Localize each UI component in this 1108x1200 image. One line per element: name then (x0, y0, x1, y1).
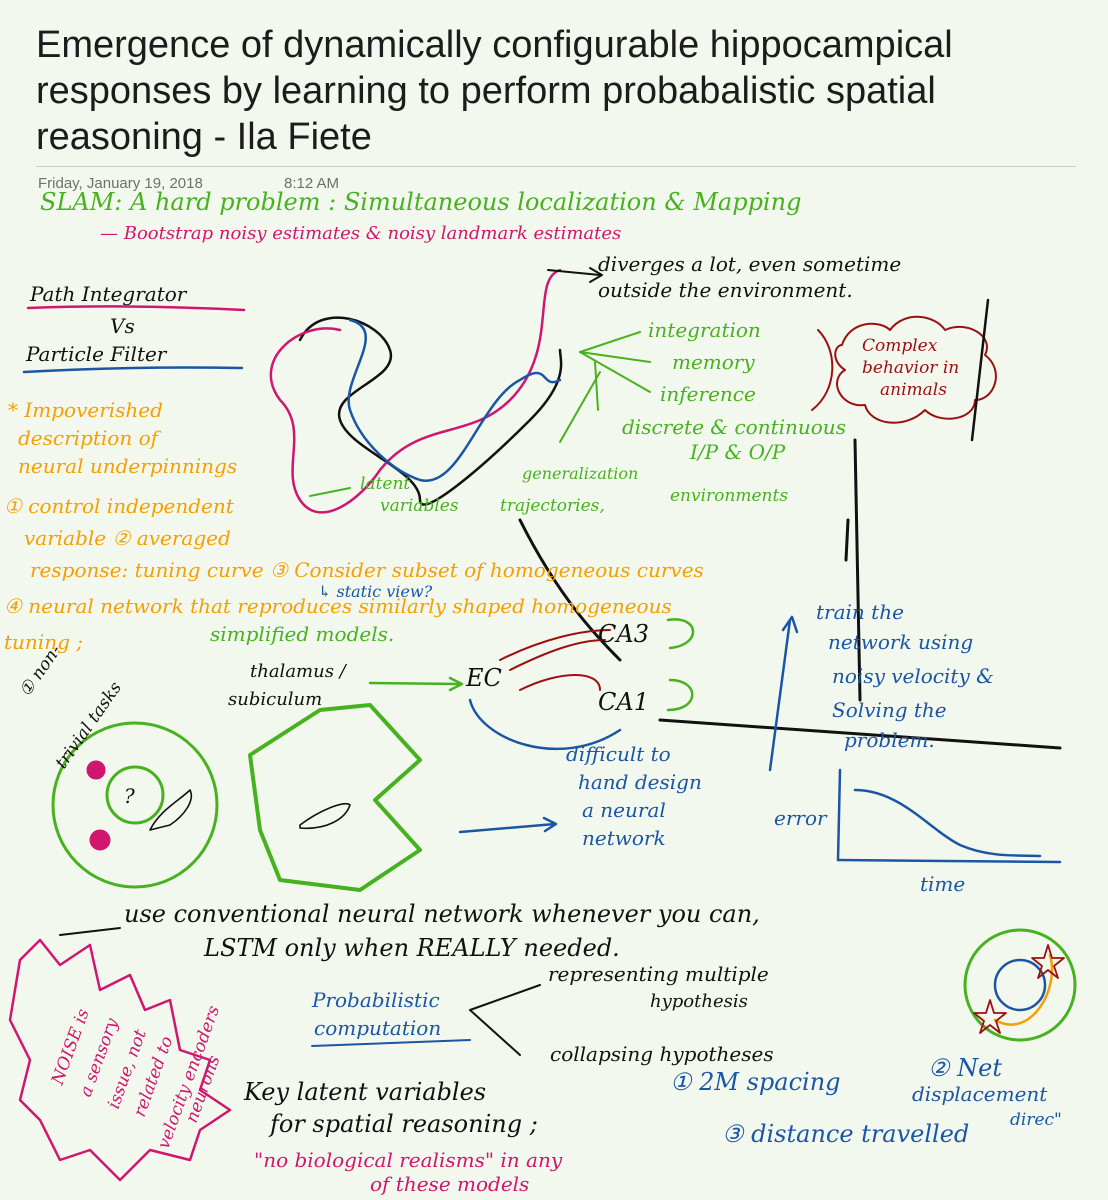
error-label: error (774, 806, 827, 830)
complex-line-2: behavior in (862, 356, 959, 380)
rat-sketch-2 (300, 804, 350, 829)
trajectory-magenta (271, 270, 560, 512)
memory-label: memory (672, 350, 755, 374)
no-bio-line-2: of these models (370, 1172, 529, 1196)
to-train-arrow (770, 620, 790, 770)
conventional-arrow (60, 928, 120, 935)
trajectory-blue (349, 320, 560, 481)
integration-label: integration (648, 318, 761, 342)
particle-filter-underline (24, 368, 242, 373)
reward-spot-bottom (90, 830, 110, 850)
ec-to-ca3-2 (510, 640, 605, 670)
prob-line-1: Probabilistic (312, 988, 440, 1012)
rat-sketch (150, 790, 191, 830)
error-axis-x (838, 860, 1060, 862)
cloud-line (972, 300, 988, 440)
impoverished-line-1: * Impoverished (8, 398, 163, 422)
key-latent-line-1: Key latent variables (244, 1080, 486, 1104)
star-top (1032, 945, 1064, 978)
thalamus-label: thalamus / (250, 660, 346, 684)
error-axis-y (838, 770, 840, 860)
bracket (812, 330, 832, 410)
discrete-arrow (560, 372, 600, 442)
complex-line-3: animals (880, 378, 947, 402)
discrete-label: discrete & continuous (622, 415, 846, 439)
to-difficult-arrow (460, 824, 555, 832)
control-line-3: response: tuning curve ③ Consider subset… (30, 558, 704, 582)
train-line-3: noisy velocity & (832, 664, 994, 688)
path-integrator-underline (28, 306, 244, 310)
key-latent-line-2: for spatial reasoning ; (270, 1112, 538, 1136)
black-vertical (846, 520, 848, 560)
ca1-node: CA1 (598, 690, 649, 714)
ec-to-ca3 (500, 630, 610, 660)
reward-spot-top (87, 761, 105, 779)
difficult-line-2: hand design (578, 770, 702, 794)
arena-inner (107, 767, 163, 823)
vs-label: Vs (110, 314, 135, 338)
collapsing-line: collapsing hypotheses (550, 1042, 774, 1066)
path-integrator: Path Integrator (30, 282, 186, 306)
question-mark: ? (124, 784, 135, 808)
generalization-label: generalization (522, 462, 638, 486)
ec-node: EC (466, 666, 502, 690)
complex-line-1: Complex (862, 334, 937, 358)
difficult-line-3: a neural (582, 798, 666, 822)
net-line-2: displacement (912, 1082, 1047, 1106)
latent-line-2: variables (380, 494, 459, 518)
representing-line-1: representing multiple (548, 962, 769, 986)
impoverished-line-3: neural underpinnings (18, 454, 237, 478)
trajectories-label: trajectories, (500, 494, 605, 518)
error-curve (855, 790, 1040, 856)
particle-filter: Particle Filter (26, 342, 166, 366)
environments-label: environments (670, 484, 788, 508)
train-line-4: Solving the (832, 698, 947, 722)
impoverished-line-2: description of (18, 426, 158, 450)
prob-arrow-up (470, 985, 540, 1010)
distance-travelled: ③ distance travelled (722, 1122, 969, 1146)
diverges-line-1: diverges a lot, even sometime (598, 252, 901, 276)
slam-heading: SLAM: A hard problem : Simultaneous loca… (40, 190, 801, 214)
net-line-1: ② Net (928, 1056, 1002, 1080)
long-line (855, 440, 860, 700)
neural-net-line: ④ neural network that reproduces similar… (4, 594, 672, 618)
diverges-line-2: outside the environment. (598, 278, 853, 302)
io-label: I/P & O/P (690, 440, 785, 464)
polygon-arena (250, 705, 420, 890)
difficult-line-1: difficult to (566, 742, 671, 766)
inference-label: inference (660, 382, 756, 406)
latent-arrow (310, 488, 350, 496)
thalamus-arrow (370, 683, 460, 684)
representing-line-2: hypothesis (650, 990, 748, 1014)
control-line-2: variable ② averaged (24, 526, 231, 550)
train-line-5: problem. (844, 728, 935, 752)
ca3-loop (668, 619, 693, 648)
train-line-1: train the (816, 600, 904, 624)
difficult-line-4: network (582, 826, 666, 850)
grid-spacing: ① 2M spacing (670, 1070, 841, 1094)
ring-inner (995, 960, 1045, 1010)
simplified-models: simplified models. (210, 622, 394, 646)
latent-line-1: latent (360, 472, 410, 496)
conventional-line: use conventional neural network whenever… (124, 902, 760, 926)
control-line-1: ① control independent (4, 494, 234, 518)
prob-line-2: computation (314, 1016, 441, 1040)
net-line-3: direc" (1010, 1108, 1062, 1132)
prob-arrow-down (470, 1010, 520, 1055)
prob-underline (312, 1040, 470, 1046)
star-bottom (974, 1000, 1006, 1033)
train-line-2: network using (828, 630, 973, 654)
lstm-line: LSTM only when REALLY needed. (204, 936, 620, 960)
integration-arrow (580, 332, 640, 352)
time-label: time (920, 872, 965, 896)
ca1-loop (668, 680, 692, 710)
ca3-node: CA3 (598, 622, 649, 646)
no-bio-line-1: "no biological realisms" in any (254, 1148, 562, 1172)
bootstrap-note: — Bootstrap noisy estimates & noisy land… (100, 222, 621, 246)
down-arrow (595, 362, 598, 410)
ca3-to-ca1 (520, 675, 600, 690)
subiculum-label: subiculum (228, 688, 322, 712)
